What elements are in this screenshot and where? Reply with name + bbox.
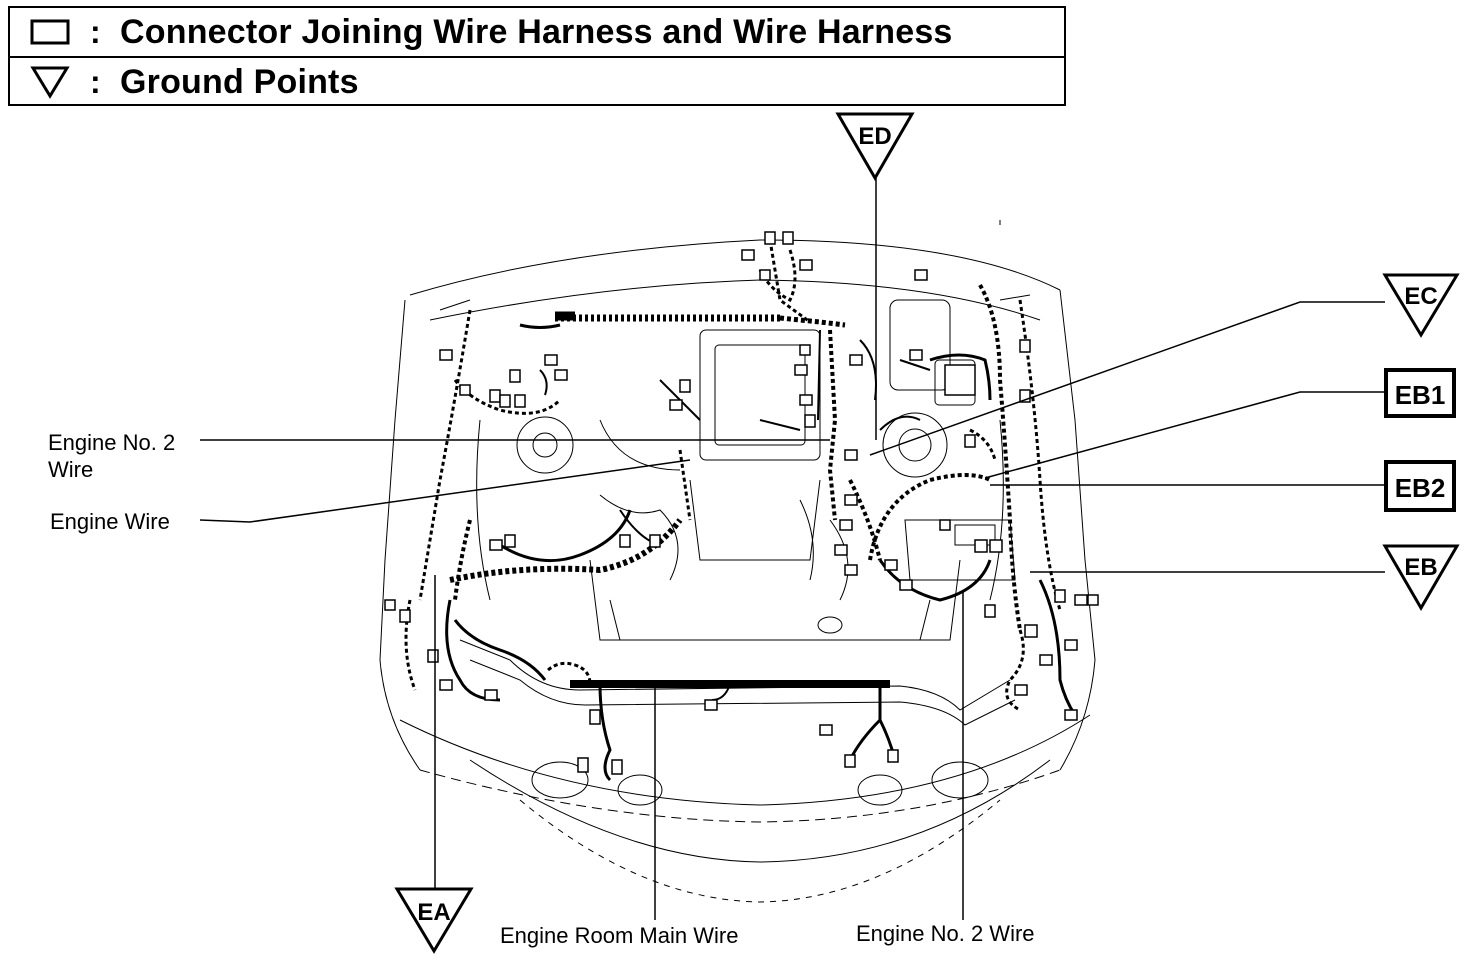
label-engine-wire: Engine Wire xyxy=(50,509,170,534)
connector-label-eb1: EB1 xyxy=(1395,380,1446,410)
label-engine-no2-wire-left-2: Wire xyxy=(48,457,93,482)
legend-ground-text: Ground Points xyxy=(120,62,359,101)
ground-point-eb: EB xyxy=(1382,544,1460,611)
ground-label-ed: ED xyxy=(858,123,891,150)
ground-point-ea: EA xyxy=(394,887,474,954)
wire-harnesses xyxy=(404,239,1077,782)
label-engine-no2-wire-left: Engine No. 2 xyxy=(48,430,175,455)
ground-point-ed: ED xyxy=(835,112,915,181)
legend-colon: : xyxy=(90,63,101,100)
legend-row-ground: : Ground Points xyxy=(10,58,1064,106)
legend-colon: : xyxy=(90,13,101,50)
legend-row-connector: : Connector Joining Wire Harness and Wir… xyxy=(10,8,1064,58)
connector-eb2: EB2 xyxy=(1384,460,1456,512)
ground-label-ec: EC xyxy=(1404,283,1437,310)
ground-label-ea: EA xyxy=(417,899,450,926)
square-outline-icon xyxy=(10,19,90,45)
triangle-down-outline-icon xyxy=(10,65,90,99)
legend-box: : Connector Joining Wire Harness and Wir… xyxy=(8,6,1066,106)
vehicle-body-outline xyxy=(379,220,1096,903)
leader-lines xyxy=(199,175,1385,920)
label-engine-no2-wire-bottom: Engine No. 2 Wire xyxy=(856,921,1035,946)
ground-point-ec: EC xyxy=(1382,273,1460,338)
label-engine-room-main-wire: Engine Room Main Wire xyxy=(500,923,738,948)
legend-connector-text: Connector Joining Wire Harness and Wire … xyxy=(120,12,953,51)
connector-eb1: EB1 xyxy=(1384,368,1456,418)
connector-label-eb2: EB2 xyxy=(1395,473,1446,503)
ground-label-eb: EB xyxy=(1404,554,1437,581)
connector-plugs xyxy=(384,231,1099,775)
